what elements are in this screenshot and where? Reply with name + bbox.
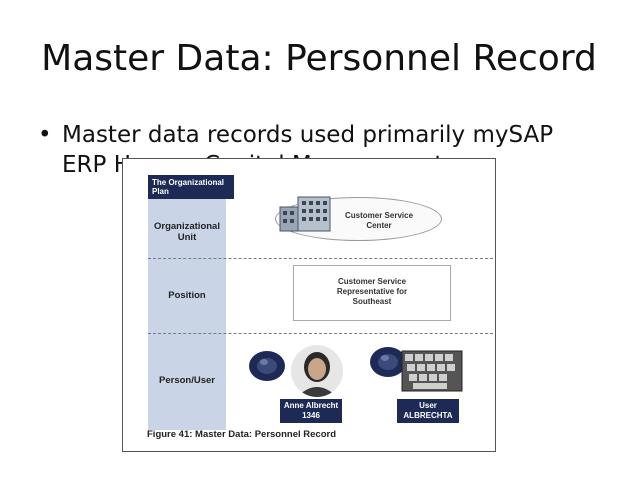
figure-header-line-2: Plan bbox=[152, 187, 169, 196]
lane-label-position: Position bbox=[168, 290, 206, 301]
user-object-icon bbox=[370, 347, 406, 377]
position-node-line-2: Representative for bbox=[336, 287, 408, 296]
person-name-box: Anne Albrecht 1346 bbox=[280, 399, 342, 423]
person-icon bbox=[291, 345, 343, 397]
lane-column bbox=[148, 175, 226, 430]
org-unit-node-line-2: Center bbox=[366, 221, 392, 230]
position-node-line-1: Customer Service bbox=[337, 277, 407, 286]
person-photo bbox=[291, 345, 343, 397]
person-name-line-1: Anne Albrecht bbox=[283, 401, 339, 410]
user-name-line-2: ALBRECHTA bbox=[403, 411, 453, 420]
user-name-box: User ALBRECHTA bbox=[397, 399, 459, 423]
slide-title: Master Data: Personnel Record bbox=[41, 38, 597, 79]
keyboard-icon bbox=[401, 350, 463, 392]
building-icon bbox=[279, 196, 331, 232]
lane-label-org-unit: Organizational Unit bbox=[148, 221, 226, 243]
org-unit-node-label: Customer Service Center bbox=[333, 211, 425, 231]
lane-separator-2 bbox=[148, 333, 493, 334]
user-name-line-1: User bbox=[419, 401, 437, 410]
org-plan-figure: The Organizational Plan Organizational U… bbox=[122, 158, 496, 452]
position-node-box bbox=[293, 265, 451, 321]
bullet-symbol: • bbox=[38, 122, 52, 148]
lane-org-unit-line-2: Unit bbox=[177, 232, 197, 243]
person-object-icon bbox=[249, 351, 285, 381]
figure-caption: Figure 41: Master Data: Personnel Record bbox=[147, 429, 336, 440]
person-name-line-2: 1346 bbox=[302, 411, 320, 420]
figure-header: The Organizational Plan bbox=[148, 175, 234, 199]
lane-separator-1 bbox=[148, 258, 493, 259]
org-unit-node-line-1: Customer Service bbox=[344, 211, 414, 220]
position-node-label: Customer Service Representative for Sout… bbox=[293, 277, 451, 307]
lane-label-person-user: Person/User bbox=[159, 375, 215, 386]
figure-header-line-1: The Organizational bbox=[152, 178, 225, 187]
lane-org-unit-line-1: Organizational bbox=[154, 221, 220, 232]
bullet-line-1: Master data records used primarily mySAP bbox=[62, 122, 554, 148]
position-node-line-3: Southeast bbox=[352, 297, 392, 306]
